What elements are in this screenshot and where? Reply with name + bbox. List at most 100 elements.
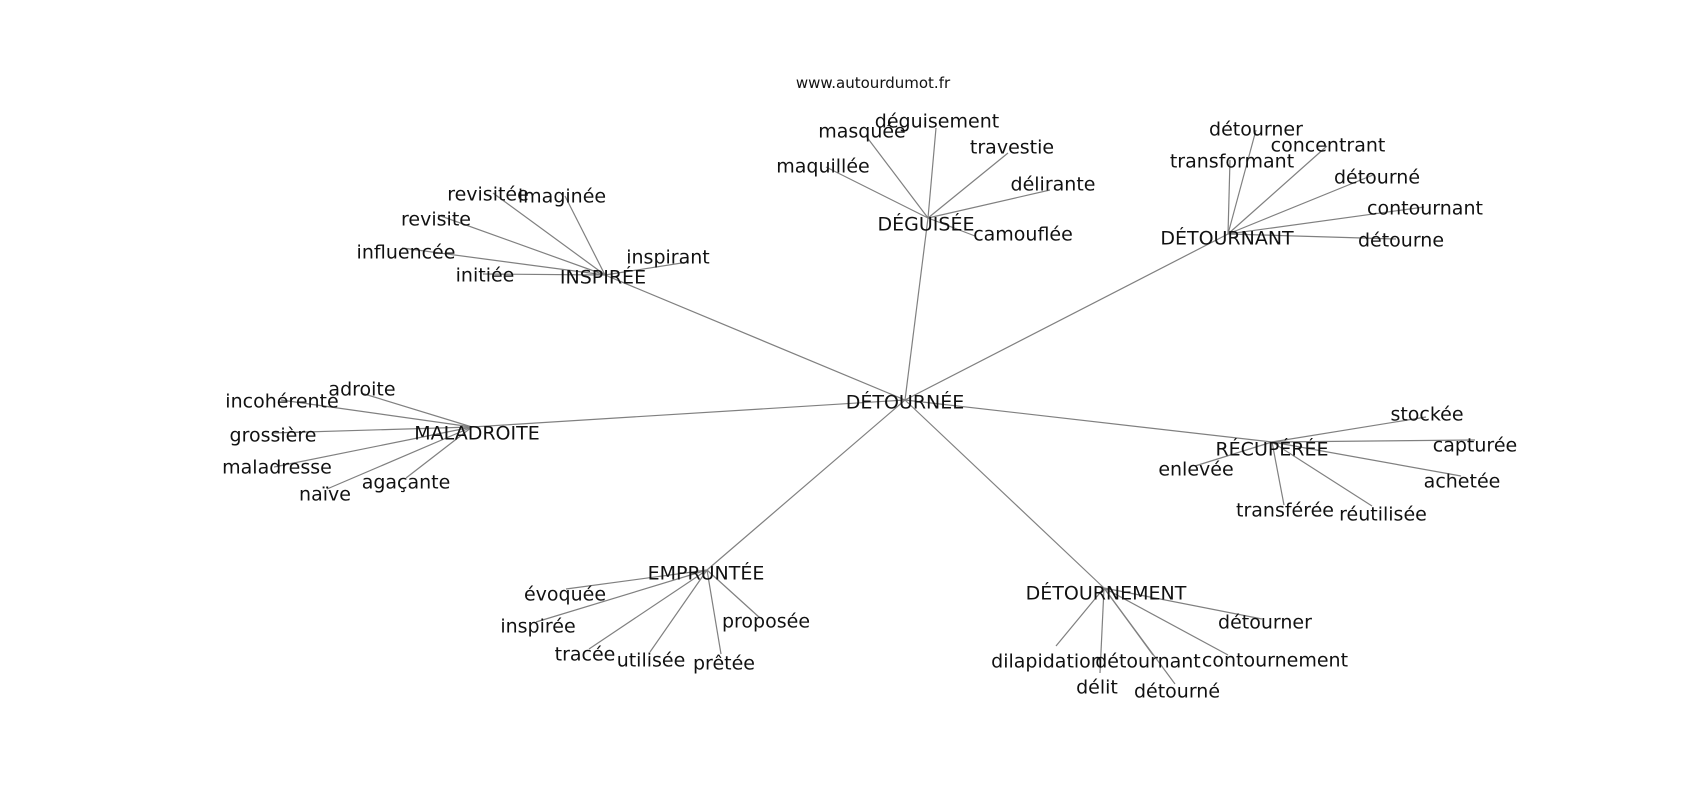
leaf-node-recuperee[interactable]: achetée (1424, 471, 1501, 493)
site-url[interactable]: www.autourdumot.fr (796, 74, 951, 92)
leaf-node-deguisee[interactable]: masquée (818, 121, 906, 143)
edge-inspiree-word (564, 195, 606, 276)
leaf-node-maladroite[interactable]: adroite (328, 379, 395, 401)
edge-inspiree-word (604, 261, 689, 276)
edge-empruntee-word (706, 569, 761, 619)
leaf-node-recuperee[interactable]: capturée (1433, 435, 1517, 457)
edge-deguisee-word (927, 217, 976, 237)
hub-node-detournement[interactable]: DÉTOURNEMENT (1026, 582, 1187, 605)
leaf-node-maladroite[interactable]: maladresse (222, 457, 332, 479)
leaf-node-empruntee[interactable]: évoquée (524, 584, 606, 606)
edge-detournant-word (1227, 145, 1328, 235)
hub-node-maladroite[interactable]: MALADROITE (414, 423, 539, 445)
edge-root-deguisee (904, 217, 929, 401)
edge-detournement-word (1103, 587, 1263, 620)
edge-deguisee-word (927, 152, 1009, 219)
leaf-node-detournant[interactable]: détourné (1334, 167, 1420, 189)
edge-deguisee-word (927, 189, 1051, 219)
leaf-node-detournant[interactable]: concentrant (1271, 135, 1386, 157)
edge-root-inspiree (604, 274, 906, 401)
edge-empruntee-word (649, 569, 708, 653)
leaf-node-deguisee[interactable]: délirante (1011, 174, 1096, 196)
edge-root-maladroite (471, 399, 906, 428)
leaf-node-deguisee[interactable]: travestie (970, 137, 1054, 159)
leaf-node-maladroite[interactable]: grossière (230, 425, 317, 447)
root-node[interactable]: DÉTOURNÉE (846, 391, 965, 414)
edge-detournement-word (1055, 587, 1105, 647)
edge-deguisee-word (825, 166, 929, 219)
leaf-node-detournant[interactable]: transformant (1170, 151, 1294, 173)
leaf-node-recuperee[interactable]: enlevée (1158, 459, 1233, 481)
edge-deguisee-word (927, 127, 937, 219)
edge-detournant-word (1227, 174, 1374, 235)
hub-node-deguisee[interactable]: DÉGUISÉE (878, 213, 975, 236)
leaf-node-recuperee[interactable]: transférée (1236, 500, 1334, 522)
edge-recuperee-word (1271, 416, 1427, 443)
leaf-node-detournement[interactable]: contournement (1202, 650, 1348, 672)
edge-inspiree-word (482, 273, 606, 276)
leaf-node-inspiree[interactable]: initiée (456, 265, 515, 287)
edge-maladroite-word (360, 392, 473, 428)
edge-inspiree-word (401, 247, 606, 276)
leaf-node-detournant[interactable]: contournant (1367, 198, 1483, 220)
edge-inspiree-word (492, 192, 606, 276)
leaf-node-empruntee[interactable]: utilisée (617, 650, 686, 672)
edge-empruntee-word (565, 569, 708, 590)
edge-detournant-word (1227, 233, 1397, 240)
graph-labels: www.autourdumot.fr DÉTOURNÉE INSPIRÉE revi… (222, 74, 1517, 703)
edge-detournant-word (1227, 129, 1257, 235)
edge-detournant-word (1227, 159, 1231, 235)
edge-inspiree-word (437, 214, 606, 276)
edge-maladroite-word (405, 426, 473, 479)
edge-root-empruntee (706, 399, 906, 571)
leaf-node-deguisee[interactable]: camouflée (973, 224, 1073, 246)
leaf-node-detournement[interactable]: dilapidation (991, 651, 1103, 673)
leaf-node-detournant[interactable]: détourner (1209, 119, 1303, 141)
leaf-node-detournement[interactable]: détournant (1095, 651, 1201, 673)
leaf-node-detournant[interactable]: détourne (1358, 230, 1444, 252)
hub-node-detournant[interactable]: DÉTOURNANT (1160, 227, 1294, 250)
leaf-node-inspiree[interactable]: inspirant (626, 247, 710, 269)
edge-detournement-word (1103, 587, 1229, 656)
leaf-node-maladroite[interactable]: incohérente (225, 391, 338, 413)
edge-detournant-word (1227, 206, 1425, 235)
leaf-node-detournement[interactable]: détourner (1218, 612, 1312, 634)
edge-maladroite-word (273, 426, 473, 468)
leaf-node-inspiree[interactable]: influencée (357, 242, 456, 264)
leaf-node-detournement[interactable]: délit (1076, 677, 1118, 699)
leaf-node-maladroite[interactable]: agaçante (362, 472, 451, 494)
edge-detournement-word (1103, 587, 1176, 685)
hub-node-empruntee[interactable]: EMPRUNTÉE (648, 562, 765, 585)
edge-root-detournant (904, 233, 1229, 401)
leaf-node-deguisee[interactable]: déguisement (875, 111, 999, 133)
leaf-node-deguisee[interactable]: maquillée (776, 156, 869, 178)
edge-empruntee-word (588, 569, 708, 650)
leaf-node-inspiree[interactable]: imaginée (518, 186, 606, 208)
leaf-node-empruntee[interactable]: inspirée (500, 616, 575, 638)
leaf-node-empruntee[interactable]: proposée (722, 611, 810, 633)
leaf-node-empruntee[interactable]: prêtée (693, 653, 755, 675)
edge-empruntee-word (535, 569, 708, 623)
hub-node-inspiree[interactable]: INSPIRÉE (560, 266, 646, 289)
edge-recuperee-word (1194, 441, 1273, 467)
edge-maladroite-word (271, 426, 473, 434)
hub-node-recuperee[interactable]: RÉCUPÉRÉE (1215, 438, 1328, 461)
leaf-node-recuperee[interactable]: réutilisée (1339, 504, 1427, 526)
edge-recuperee-word (1271, 441, 1285, 506)
edge-maladroite-word (280, 399, 473, 428)
edge-deguisee-word (865, 135, 929, 219)
edge-root-detournement (904, 399, 1105, 589)
edge-maladroite-word (326, 426, 473, 490)
edge-detournement-word (1099, 587, 1105, 674)
leaf-node-detournement[interactable]: détourné (1134, 681, 1220, 703)
edge-empruntee-word (706, 569, 722, 655)
leaf-node-maladroite[interactable]: naïve (299, 484, 351, 506)
graph-edges (271, 127, 1476, 685)
leaf-node-empruntee[interactable]: tracée (555, 644, 616, 666)
leaf-node-inspiree[interactable]: revisite (401, 209, 471, 231)
edge-recuperee-word (1271, 439, 1476, 443)
edge-recuperee-word (1271, 441, 1462, 477)
leaf-node-inspiree[interactable]: revisitée (447, 184, 529, 206)
leaf-node-recuperee[interactable]: stockée (1390, 404, 1463, 426)
